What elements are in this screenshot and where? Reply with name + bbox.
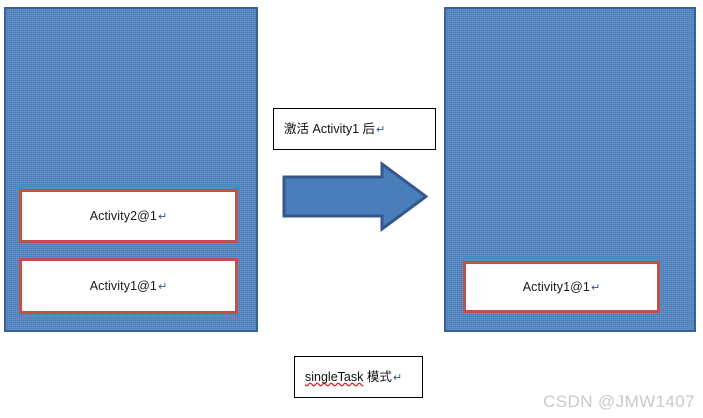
- paragraph-mark-icon: ↵: [157, 281, 168, 293]
- activity-box-label: Activity2@1↵: [89, 209, 168, 223]
- misspelled-word: singleTask: [305, 369, 364, 384]
- paragraph-mark-icon: ↵: [157, 211, 168, 223]
- activity-box-activity1-left[interactable]: Activity1@1↵: [19, 258, 238, 314]
- callout-activate-activity1: 激活 Activity1 后↵: [273, 108, 436, 150]
- paragraph-mark-icon: ↵: [590, 282, 601, 294]
- callout-singletask-mode: singleTask 模式↵: [294, 356, 423, 398]
- activity-box-label: Activity1@1↵: [522, 280, 601, 294]
- block-arrow-right-icon: [282, 161, 428, 232]
- callout-text: 激活 Activity1 后↵: [284, 120, 386, 136]
- activity-box-label: Activity1@1↵: [89, 279, 168, 293]
- paragraph-mark-icon: ↵: [376, 123, 386, 136]
- activity-box-activity1-right[interactable]: Activity1@1↵: [463, 261, 660, 313]
- watermark: CSDN @JMW1407: [543, 392, 695, 411]
- paragraph-mark-icon: ↵: [392, 371, 403, 384]
- callout-text: singleTask 模式↵: [305, 368, 403, 384]
- activity-box-activity2[interactable]: Activity2@1↵: [19, 189, 238, 243]
